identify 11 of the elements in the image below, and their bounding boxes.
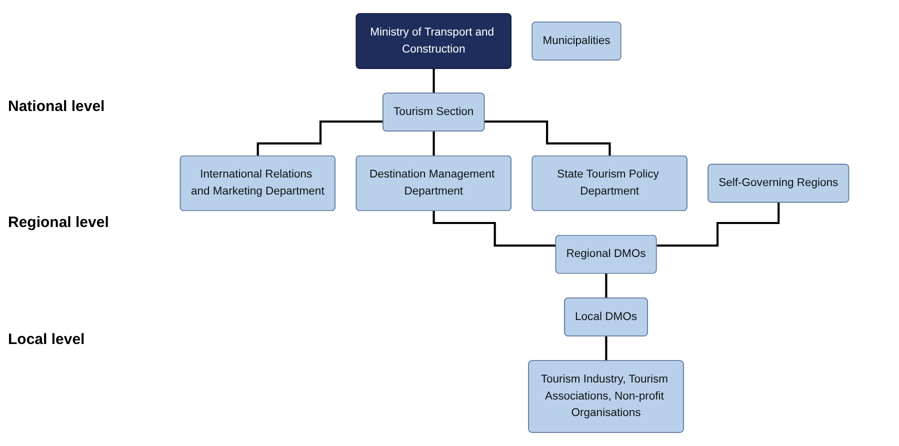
connector (656, 202, 780, 247)
connector (605, 272, 608, 300)
connector (256, 120, 384, 158)
connector (484, 120, 611, 158)
level-label: National level (8, 98, 106, 115)
connector (605, 335, 608, 362)
connector (432, 68, 435, 95)
level-label: Regional level (8, 214, 110, 232)
connector (432, 210, 556, 247)
level-label: Local level (8, 331, 86, 348)
connector (432, 130, 435, 158)
